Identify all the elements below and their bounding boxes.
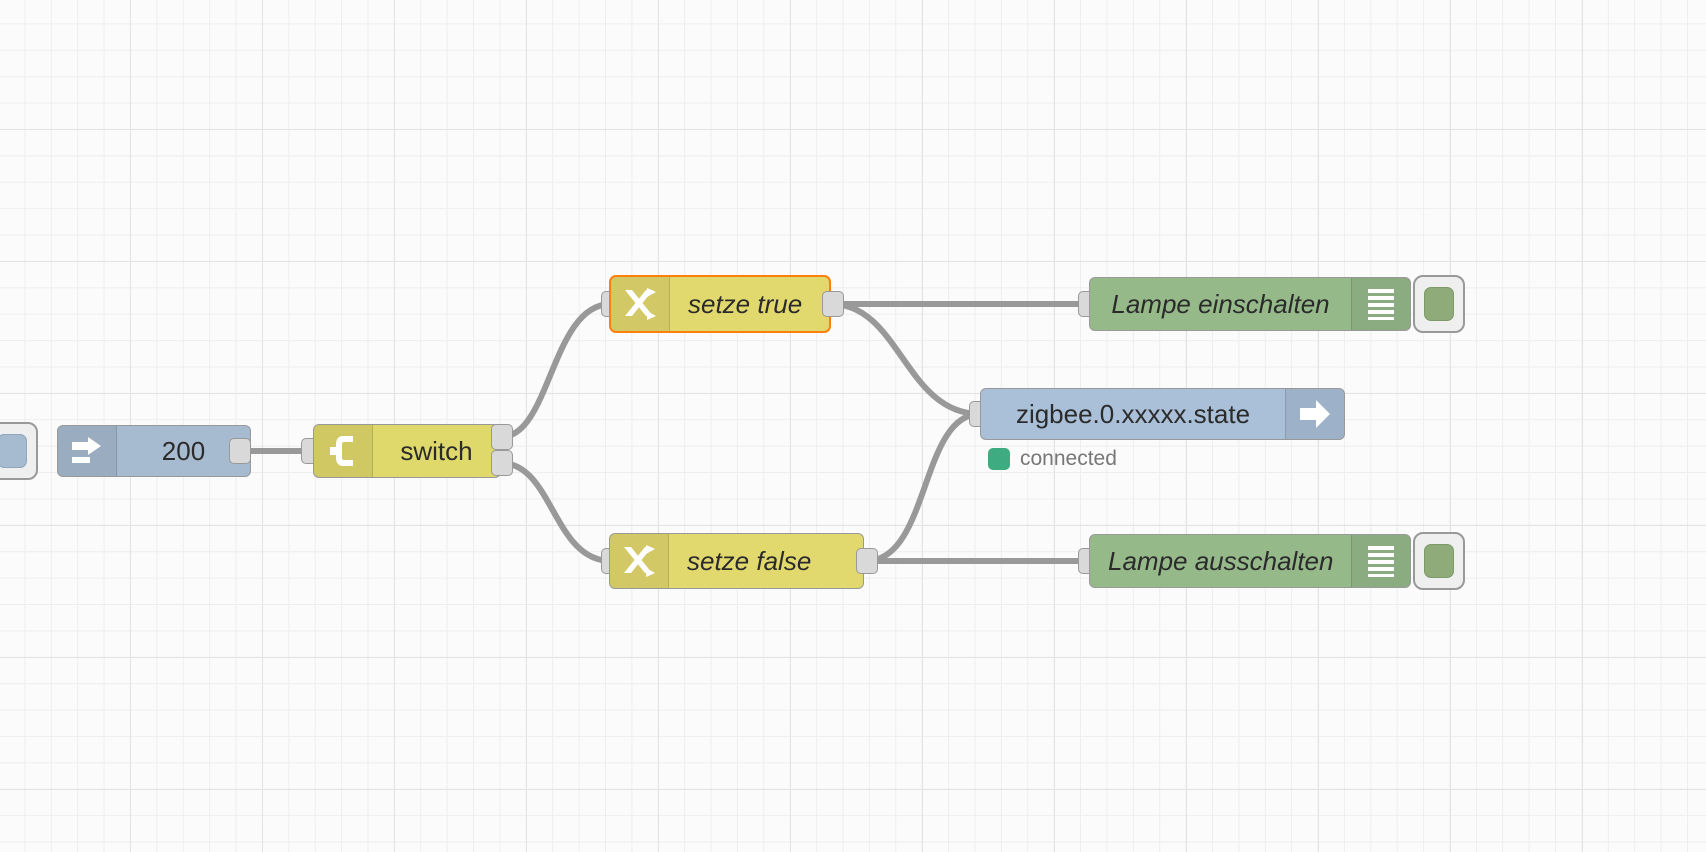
node-change-setze-true[interactable]: setze true	[609, 275, 831, 333]
inject-node-label: 200	[161, 435, 206, 466]
node-debug-lampe-einschalten[interactable]: Lampe einschalten	[1089, 277, 1411, 331]
switch-node-label: switch	[400, 435, 473, 466]
inject-arrow-icon	[58, 426, 117, 476]
arrow-right-icon	[1285, 389, 1344, 439]
inject-trigger-knob	[0, 434, 27, 468]
debug-lines-icon	[1351, 278, 1410, 330]
iobroker-node-label: zigbee.0.xxxxx.state	[1015, 398, 1251, 429]
iobroker-status: connected	[988, 447, 1117, 471]
inject-output-port[interactable]	[229, 438, 251, 464]
wire-switch-to-setze-true	[498, 301, 614, 440]
wire-switch-to-setze-false	[498, 460, 614, 564]
setze-true-node-label: setze true	[688, 288, 803, 319]
debug-on-toggle-knob	[1424, 287, 1454, 321]
debug-on-toggle-button[interactable]	[1413, 275, 1465, 333]
node-change-setze-false[interactable]: setze false	[609, 533, 864, 589]
setze-true-output-port[interactable]	[822, 291, 844, 317]
debug-lines-icon	[1351, 535, 1410, 587]
setze-false-output-port[interactable]	[856, 548, 878, 574]
debug-off-toggle-knob	[1424, 544, 1454, 578]
wire-setze-false-to-iobroker	[863, 411, 983, 564]
lampe-einschalten-label: Lampe einschalten	[1111, 288, 1330, 319]
node-switch[interactable]: switch	[313, 424, 501, 478]
switch-output-port-1[interactable]	[491, 424, 513, 450]
status-indicator-icon	[988, 448, 1010, 470]
change-swap-icon	[610, 534, 669, 588]
setze-false-node-label: setze false	[687, 545, 812, 576]
node-iobroker-out[interactable]: zigbee.0.xxxxx.state	[980, 388, 1345, 440]
node-debug-lampe-ausschalten[interactable]: Lampe ausschalten	[1089, 534, 1411, 588]
node-inject-200[interactable]: 200	[57, 425, 251, 477]
lampe-ausschalten-label: Lampe ausschalten	[1108, 545, 1334, 576]
inject-trigger-button[interactable]	[0, 422, 38, 480]
status-text: connected	[1020, 447, 1117, 470]
switch-output-port-2[interactable]	[491, 450, 513, 476]
debug-off-toggle-button[interactable]	[1413, 532, 1465, 590]
switch-branch-icon	[314, 425, 373, 477]
change-swap-icon	[611, 277, 670, 331]
wire-setze-true-to-iobroker	[828, 301, 983, 417]
